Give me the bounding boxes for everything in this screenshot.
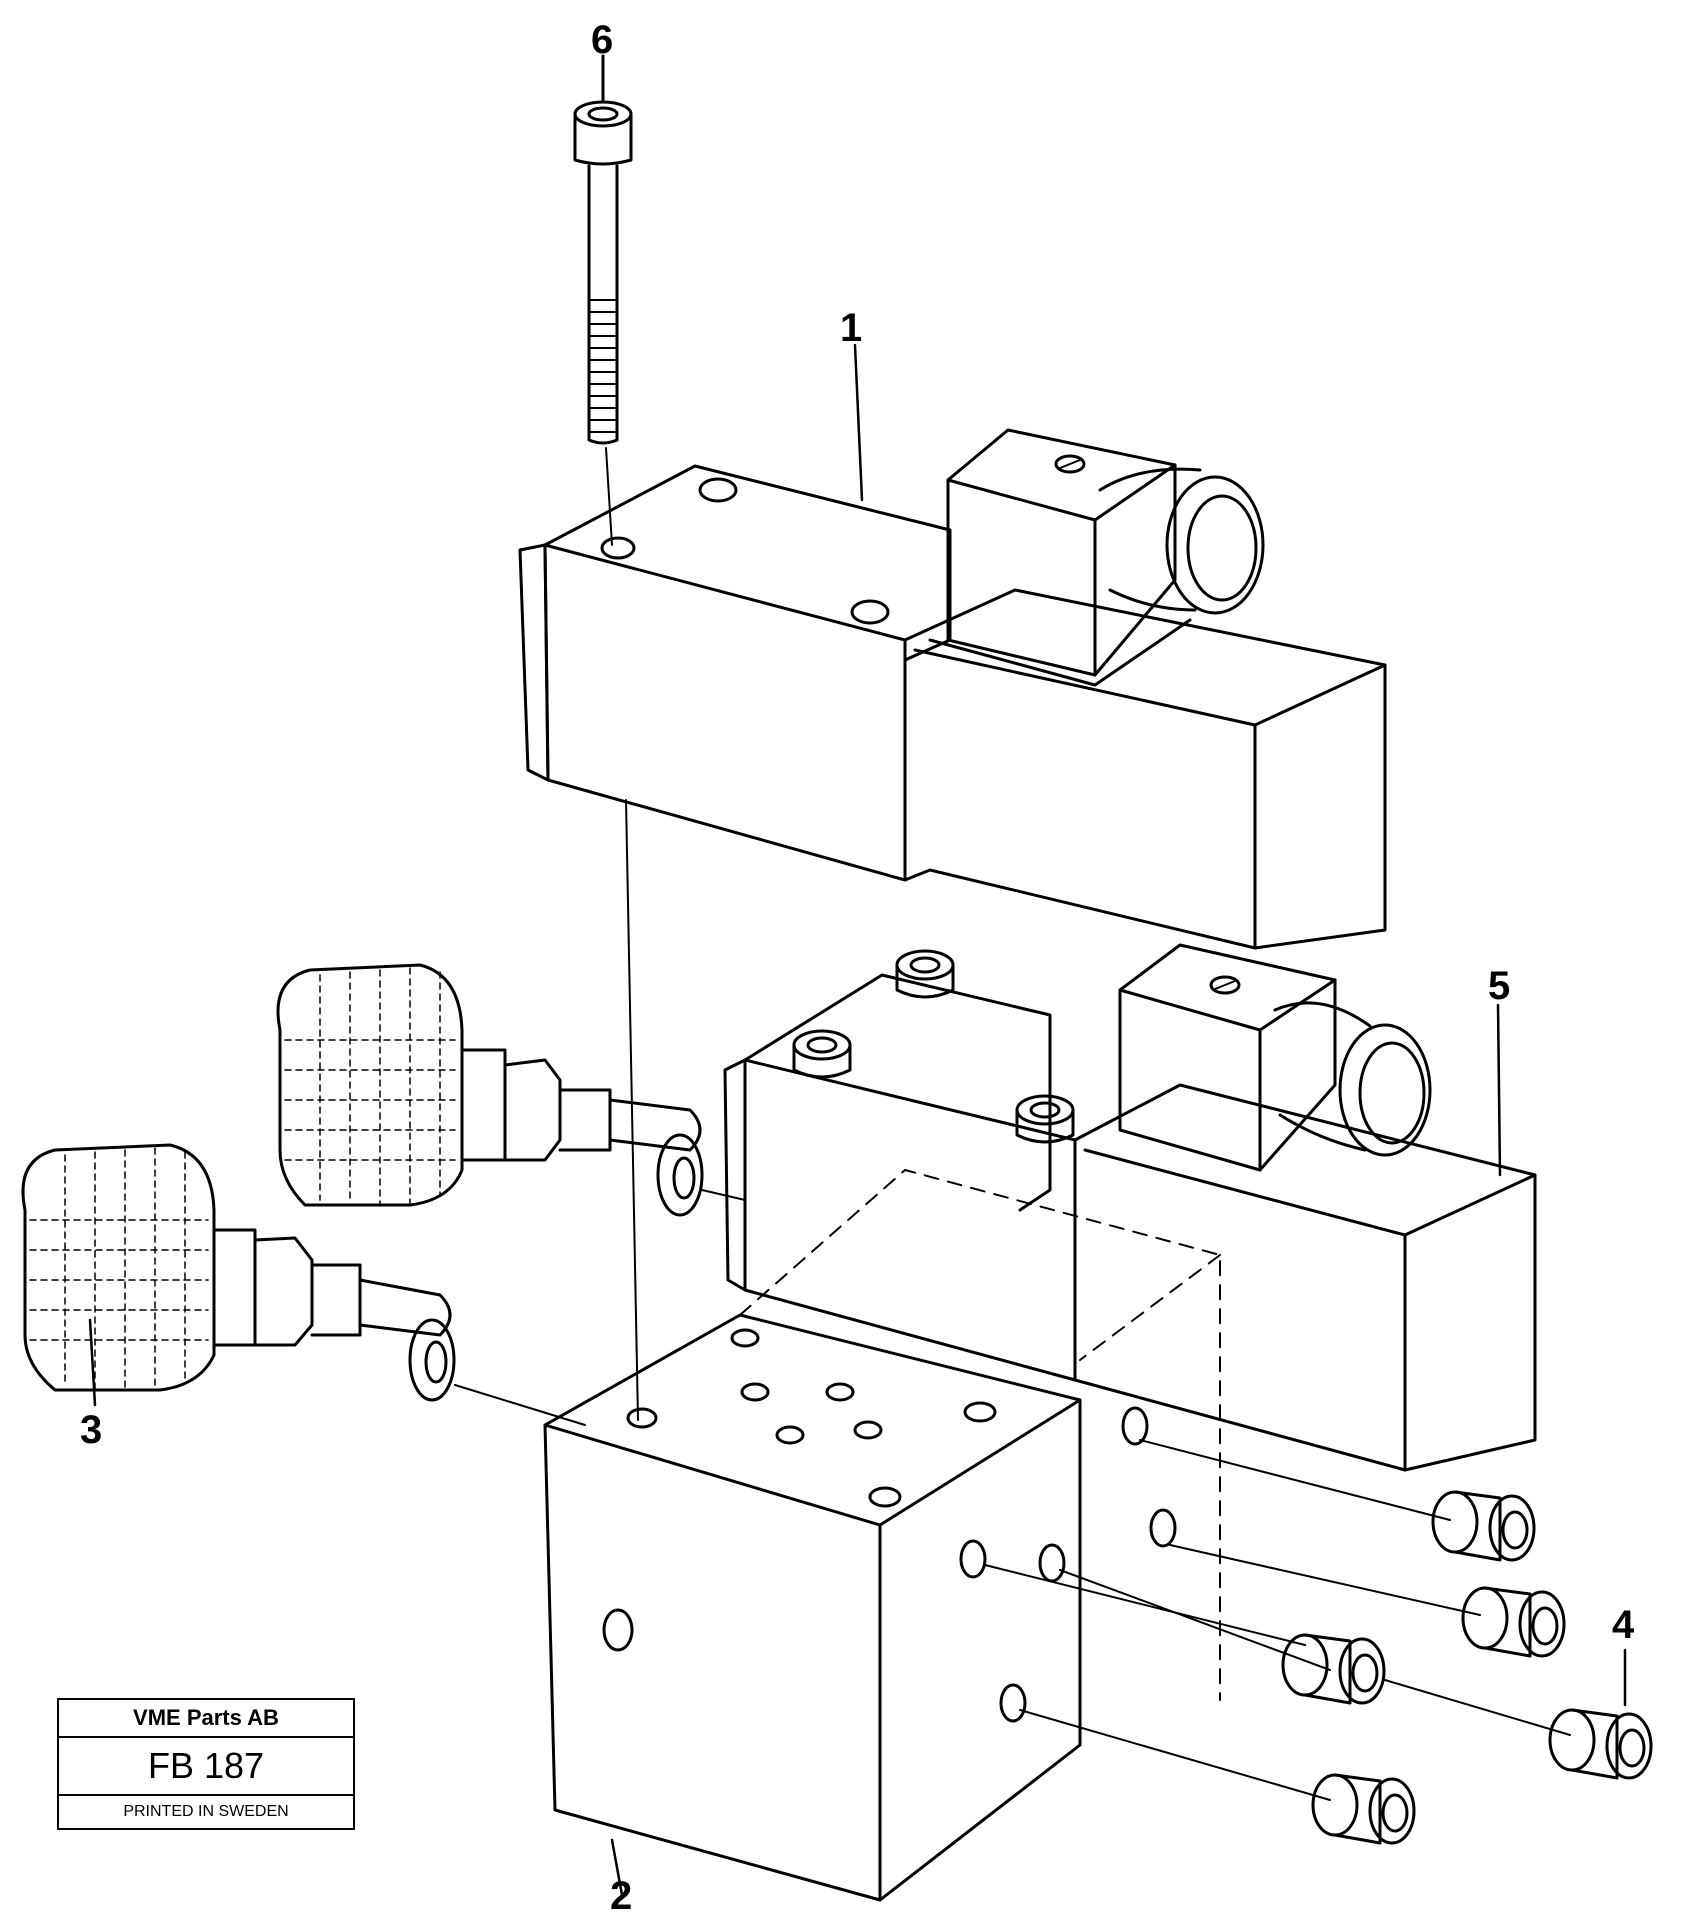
plugs-part-4 [984, 1439, 1653, 1845]
bolt-part-6 [573, 54, 633, 546]
stamp-note: PRINTED IN SWEDEN [123, 1803, 289, 1820]
relief-valve-part-3-lower [21, 1143, 586, 1426]
valve-part-1 [518, 428, 1387, 950]
valve-part-5 [723, 943, 1537, 1472]
stamp-code: FB 187 [59, 1738, 353, 1796]
callout-1: 1 [840, 306, 863, 350]
relief-valve-part-3-upper [276, 963, 746, 1217]
stamp-company: VME Parts AB [59, 1700, 353, 1738]
manifold-part-2 [543, 1169, 1221, 1902]
callout-2: 2 [610, 1874, 633, 1918]
leader-lines [88, 343, 1627, 1897]
plug-a [1431, 1490, 1536, 1562]
plug-d [1548, 1708, 1653, 1780]
callout-4: 4 [1612, 1603, 1635, 1647]
callout-6: 6 [591, 18, 614, 62]
plug-e [1311, 1773, 1416, 1845]
title-stamp: VME Parts AB FB 187 PRINTED IN SWEDEN [57, 1698, 355, 1830]
callout-5: 5 [1488, 964, 1511, 1008]
plug-c [1281, 1633, 1386, 1705]
plug-b [1461, 1586, 1566, 1658]
callout-3: 3 [80, 1408, 103, 1452]
